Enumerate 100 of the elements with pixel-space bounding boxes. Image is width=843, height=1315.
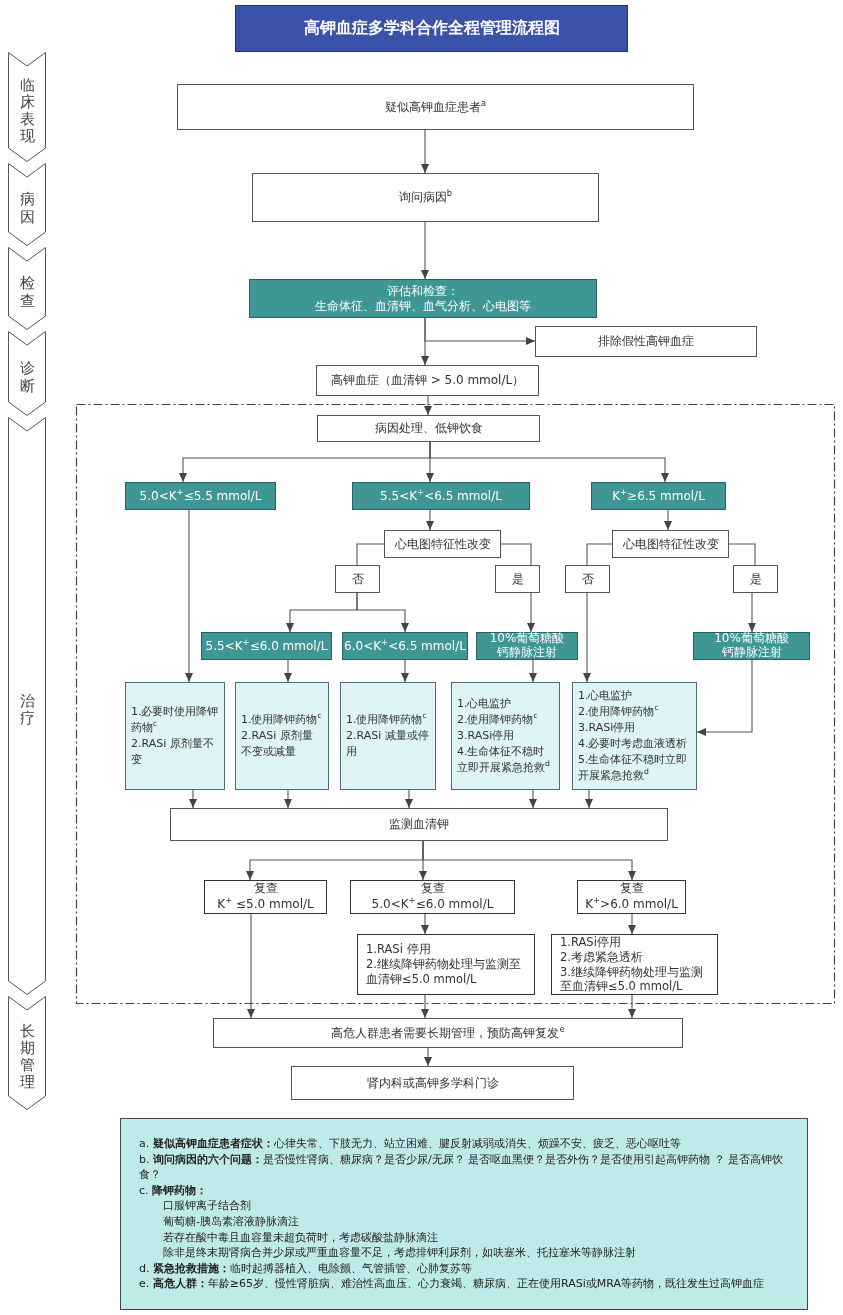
process-box — [733, 565, 778, 593]
arrow — [426, 509, 434, 531]
box-text: 询问病因$^{b}$ — [398, 189, 453, 206]
arrow — [401, 659, 409, 683]
box-text: d. 紧急抢救措施：临时起搏器植入、电除颤、气管插管、心肺复苏等 — [139, 1260, 473, 1277]
arrow — [529, 659, 537, 683]
box-text: 1.必要时使用降钾药物$^{c}$ — [131, 704, 219, 736]
box-text: e. 高危人群：年龄≥65岁、慢性肾脏病、难治性高血压、心力衰竭、糖尿病、正在使用RASi或MRA等药物，既往发生过高钾血症 — [139, 1276, 765, 1293]
process-box — [170, 808, 668, 841]
arrow — [696, 659, 753, 736]
process-box — [291, 1066, 574, 1100]
process-box — [535, 326, 757, 357]
box-text: 生命体征、血清钾、血气分析、心电图等 — [315, 298, 531, 313]
connector-line — [356, 543, 385, 566]
box-text: a. 疑似高钾血症患者症状：心律失常、下肢无力、站立困难、腱反射减弱或消失、烦躁不安、疲乏、恶心呕吐等 — [139, 1135, 682, 1152]
action-box — [125, 682, 225, 790]
stage-label: 长期管理 — [19, 1022, 35, 1092]
result-box — [204, 880, 327, 914]
box-text: 复查 — [253, 881, 278, 897]
action-box — [340, 682, 436, 790]
arrow — [583, 592, 591, 683]
box-text: K$^{+}$ ≤5.0 mmol/L — [217, 897, 314, 913]
arrow — [424, 1047, 432, 1067]
arrow — [527, 592, 535, 633]
process-box — [565, 565, 610, 593]
box-text: 否 — [351, 570, 364, 588]
box-text: 2.继续降钾药物处理与监测至血清钾≤5.0 mmol/L — [366, 957, 522, 987]
arrow — [422, 840, 636, 881]
box-text: 排除假性高钾血症 — [598, 333, 694, 350]
arrow — [284, 659, 292, 683]
box-text: 2.使用降钾药物$^{c}$ — [578, 704, 660, 721]
box-text: 口服钾离子结合剂 — [162, 1198, 252, 1214]
box-text: 若存在酸中毒且血容量未超负荷时，考虑碳酸盐静脉滴注 — [162, 1229, 439, 1246]
arrow — [628, 994, 636, 1019]
arrow — [628, 913, 636, 935]
box-text: 4.必要时考虑血液透析 — [578, 736, 689, 752]
box-text: 病因处理、低钾饮食 — [374, 420, 483, 437]
category-box — [342, 632, 468, 660]
box-text: 3.RASi停用 — [578, 720, 637, 736]
box-text: 高钾血症（血清钾 > 5.0 mmol/L） — [330, 372, 525, 389]
stage-banner — [8, 331, 46, 416]
box-text: 5.0<K$^{+}$≤5.5 mmol/L — [139, 488, 262, 504]
action-box — [551, 934, 718, 995]
arrow — [529, 789, 537, 809]
process-box — [177, 84, 694, 130]
stage-banner — [8, 52, 46, 162]
arrow — [284, 789, 292, 809]
box-text: 1.使用降钾药物$^{c}$ — [241, 712, 323, 729]
box-text: 除非是终末期肾病合并少尿或严重血容量不足，考虑排钾利尿剂，如呋塞米、托拉塞米等静脉注射 — [162, 1245, 637, 1261]
connector-line — [586, 543, 613, 566]
arrow — [421, 317, 429, 366]
arrow — [424, 395, 432, 416]
process-box — [612, 530, 729, 558]
action-box — [235, 682, 329, 790]
result-box — [577, 880, 686, 914]
process-box — [384, 530, 501, 558]
box-text: 是 — [511, 570, 524, 588]
box-text: 2.RASi 减量或停用 — [346, 728, 430, 760]
category-box — [125, 482, 276, 510]
box-text: 4.生命体征不稳时立即开展紧急抢救$^{d}$ — [457, 743, 551, 776]
box-text: 疑似高钾血症患者$^{a}$ — [384, 98, 487, 116]
treatment-box — [476, 632, 578, 660]
arrow — [421, 221, 429, 280]
box-text: 5.5<K$^{+}$<6.5 mmol/L — [380, 488, 502, 504]
action-box — [572, 682, 697, 790]
arrow — [585, 789, 593, 809]
box-text: 2.RASi 原剂量不变 — [131, 736, 215, 768]
box-text: 高危人群患者需要长期管理，预防高钾复发$^{e}$ — [331, 1024, 565, 1042]
arrow — [356, 592, 409, 633]
arrow — [748, 592, 756, 633]
action-box — [451, 682, 560, 790]
box-text: 2.使用降钾药物$^{c}$ — [457, 712, 539, 729]
treatment-box — [693, 632, 810, 660]
connector-line — [500, 543, 532, 566]
arrow — [405, 789, 413, 809]
box-text: c. 降钾药物： — [139, 1182, 209, 1199]
box-text: 是 — [749, 570, 762, 588]
action-box — [357, 934, 535, 995]
box-text: 复查 — [420, 881, 445, 897]
box-text: 3.继续降钾药物处理与监测至血清钾≤5.0 mmol/L — [560, 964, 704, 995]
arrow — [189, 789, 197, 809]
notes-panel — [120, 1118, 808, 1310]
stage-banner — [8, 163, 46, 246]
box-text: 2.RASi 原剂量不变或减量 — [241, 728, 314, 760]
stage-banner — [8, 996, 46, 1110]
box-text: 6.0<K$^{+}$<6.5 mmol/L — [344, 638, 466, 654]
process-box — [335, 565, 380, 593]
result-box — [350, 880, 515, 914]
box-text: 1.心电监护 — [578, 688, 634, 705]
stage-label: 临床表现 — [19, 76, 35, 146]
arrow — [429, 441, 669, 483]
arrow — [247, 913, 255, 1019]
process-box — [213, 1018, 683, 1048]
arrow — [664, 509, 672, 531]
box-text: b. 询问病因的六个问题：是否慢性肾病、糖尿病？是否少尿/无尿？ 是否呕血黑便？是否外伤？是否使用引起高钾药物 ？ 是否高钾饮食？ — [139, 1151, 785, 1183]
box-text: 5.生命体征不稳时立即开展紧急抢救$^{d}$ — [578, 751, 689, 784]
box-text: 10%葡萄糖酸钙静脉注射 — [713, 632, 790, 660]
box-text: K$^{+}$>6.0 mmol/L — [585, 897, 678, 913]
stage-banner — [8, 247, 46, 330]
category-box — [591, 482, 726, 510]
